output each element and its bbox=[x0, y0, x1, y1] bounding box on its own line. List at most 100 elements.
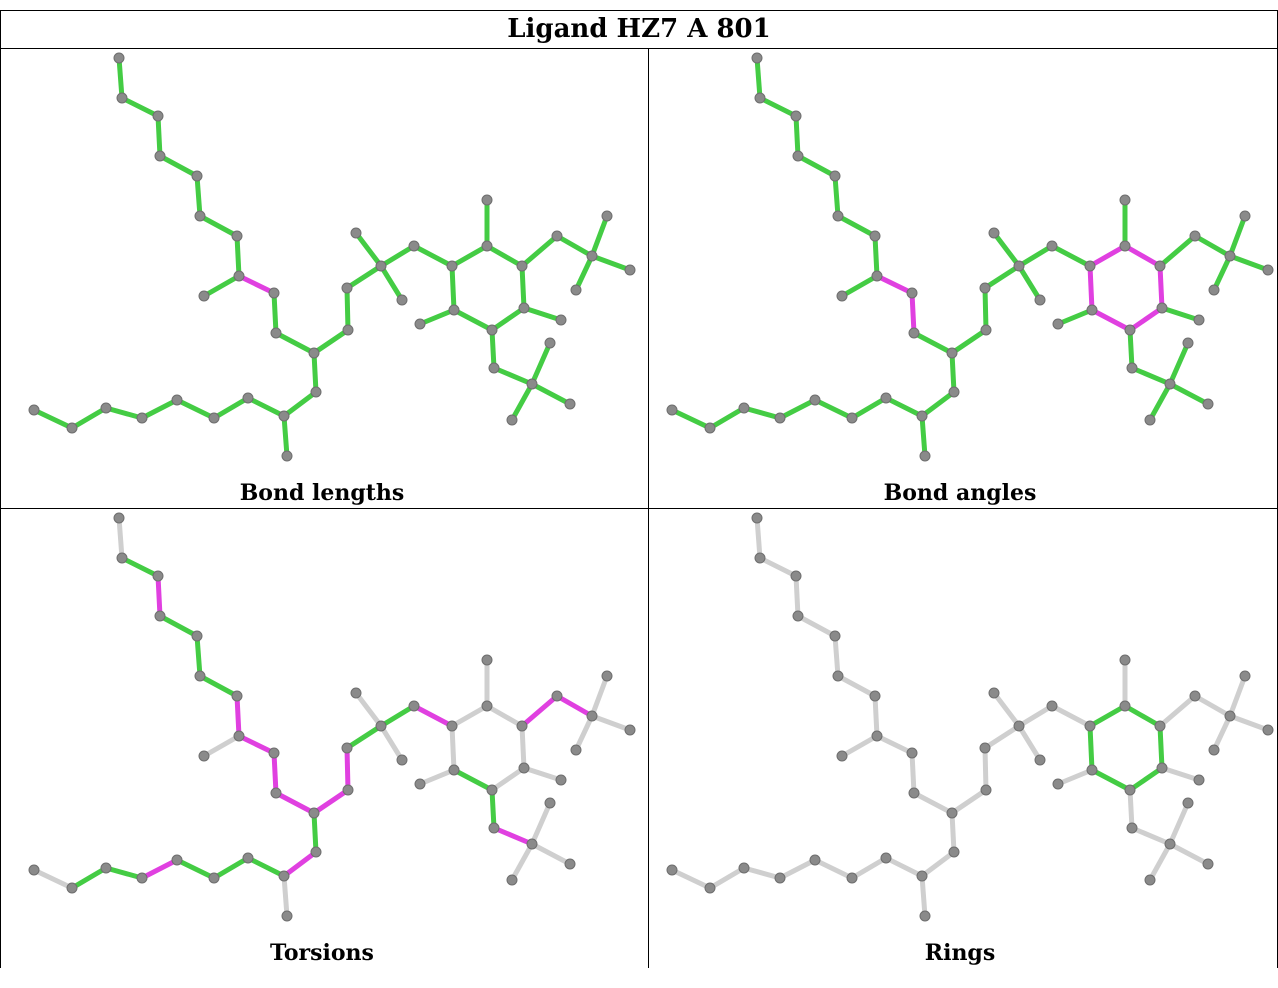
atom-a32 bbox=[414, 318, 426, 330]
atom-a13 bbox=[979, 742, 991, 754]
bond-a34-a36 bbox=[529, 381, 573, 407]
bond-a24-a26 bbox=[1227, 713, 1271, 733]
bond-a18-a19 bbox=[411, 243, 455, 269]
validation-figure: Ligand HZ7 A 801 Bond lengths Bond angle… bbox=[0, 10, 1278, 968]
atom-a38 bbox=[310, 846, 322, 858]
bond-a39-a41 bbox=[883, 855, 925, 879]
bond-a46-a47 bbox=[669, 407, 713, 431]
atom-a30 bbox=[486, 324, 498, 336]
atom-a28 bbox=[1156, 762, 1168, 774]
atom-a6 bbox=[194, 210, 206, 222]
molecule-bond-lengths bbox=[28, 52, 636, 462]
molecule-bond-angles bbox=[666, 52, 1274, 462]
bond-a30-a31 bbox=[451, 767, 495, 793]
bond-a11-a12 bbox=[273, 330, 317, 356]
bond-a42-a43 bbox=[174, 397, 217, 421]
atom-a18 bbox=[1046, 240, 1058, 252]
bond-a10-a11 bbox=[909, 750, 917, 796]
bond-a15-a16 bbox=[353, 690, 384, 729]
atom-a22 bbox=[516, 720, 528, 732]
bond-a30-a31 bbox=[451, 307, 495, 333]
bond-a22-a28 bbox=[519, 723, 527, 771]
bond-a13-a15 bbox=[982, 263, 1022, 291]
atom-a2 bbox=[754, 552, 766, 564]
atom-a35 bbox=[1182, 337, 1194, 349]
bond-a34-a37 bbox=[509, 381, 535, 423]
atom-a19 bbox=[1084, 720, 1096, 732]
bond-a1-a2 bbox=[754, 55, 763, 101]
bond-a34-a37 bbox=[509, 841, 535, 883]
bond-a46-a47 bbox=[31, 407, 75, 431]
atom-a10 bbox=[906, 747, 918, 759]
bond-a3-a4 bbox=[793, 113, 801, 159]
outer-top-border bbox=[0, 10, 1278, 11]
bond-a31-a19 bbox=[1087, 723, 1095, 773]
atom-a25 bbox=[1239, 670, 1251, 682]
atom-a41 bbox=[242, 852, 254, 864]
bond-a22-a28 bbox=[1157, 263, 1165, 311]
bond-a8-a9 bbox=[201, 733, 242, 759]
atom-a12 bbox=[308, 347, 320, 359]
atom-a33 bbox=[1126, 822, 1138, 834]
bond-a6-a7 bbox=[197, 673, 240, 699]
atom-a1 bbox=[751, 52, 763, 64]
bond-a7-a8 bbox=[234, 693, 242, 739]
caption-torsions: Torsions bbox=[270, 940, 374, 966]
atom-a28 bbox=[1156, 302, 1168, 314]
atom-a26 bbox=[624, 724, 636, 736]
atom-a20 bbox=[481, 240, 493, 252]
bond-a22-a23 bbox=[1157, 693, 1198, 729]
bond-a24-a27 bbox=[1211, 713, 1233, 753]
bond-a12-a14 bbox=[949, 787, 989, 816]
bond-a28-a29 bbox=[1159, 305, 1202, 323]
bond-a45-a46 bbox=[69, 405, 109, 431]
bond-a41-a42 bbox=[849, 395, 889, 421]
bond-a1-a2 bbox=[754, 515, 763, 561]
atom-a32 bbox=[414, 778, 426, 790]
bond-a44-a45 bbox=[741, 405, 783, 421]
bond-a33-a34 bbox=[1129, 825, 1173, 847]
bond-a39-a40 bbox=[281, 413, 290, 459]
bond-a23-a24 bbox=[1192, 693, 1233, 719]
atom-a47 bbox=[666, 404, 678, 416]
bond-a24-a25 bbox=[589, 213, 610, 259]
atom-a39 bbox=[916, 410, 928, 422]
atom-a16 bbox=[988, 687, 1000, 699]
atom-a7 bbox=[231, 230, 243, 242]
atom-a2 bbox=[116, 92, 128, 104]
atom-a27 bbox=[570, 744, 582, 756]
atom-a15 bbox=[1013, 260, 1025, 272]
atom-a12 bbox=[946, 807, 958, 819]
atom-a29 bbox=[555, 774, 567, 786]
atom-a26 bbox=[624, 264, 636, 276]
atom-a6 bbox=[832, 210, 844, 222]
atom-a38 bbox=[310, 386, 322, 398]
bond-a3-a4 bbox=[155, 113, 163, 159]
bond-a39-a41 bbox=[245, 855, 287, 879]
atom-a47 bbox=[28, 864, 40, 876]
atom-a18 bbox=[1046, 700, 1058, 712]
atom-a46 bbox=[66, 422, 78, 434]
title-divider bbox=[0, 48, 1278, 49]
bond-a4-a5 bbox=[157, 153, 200, 179]
bond-a8-a9 bbox=[839, 733, 880, 759]
bond-a18-a19 bbox=[1049, 243, 1093, 269]
atom-a22 bbox=[516, 260, 528, 272]
atom-a14 bbox=[980, 324, 992, 336]
bond-a8-a9 bbox=[201, 273, 242, 299]
atom-a16 bbox=[350, 687, 362, 699]
bond-a39-a41 bbox=[245, 395, 287, 419]
atom-a44 bbox=[136, 412, 148, 424]
atom-a17 bbox=[1034, 294, 1046, 306]
atom-a36 bbox=[1202, 398, 1214, 410]
atom-a27 bbox=[1208, 284, 1220, 296]
bond-a5-a6 bbox=[832, 173, 841, 219]
atom-a46 bbox=[66, 882, 78, 894]
atom-a1 bbox=[751, 512, 763, 524]
atom-a34 bbox=[1164, 378, 1176, 390]
bond-a11-a12 bbox=[911, 330, 955, 356]
atom-a9 bbox=[836, 750, 848, 762]
bond-a2-a3 bbox=[757, 555, 799, 579]
bond-a41-a42 bbox=[211, 395, 251, 421]
atom-a24 bbox=[586, 710, 598, 722]
